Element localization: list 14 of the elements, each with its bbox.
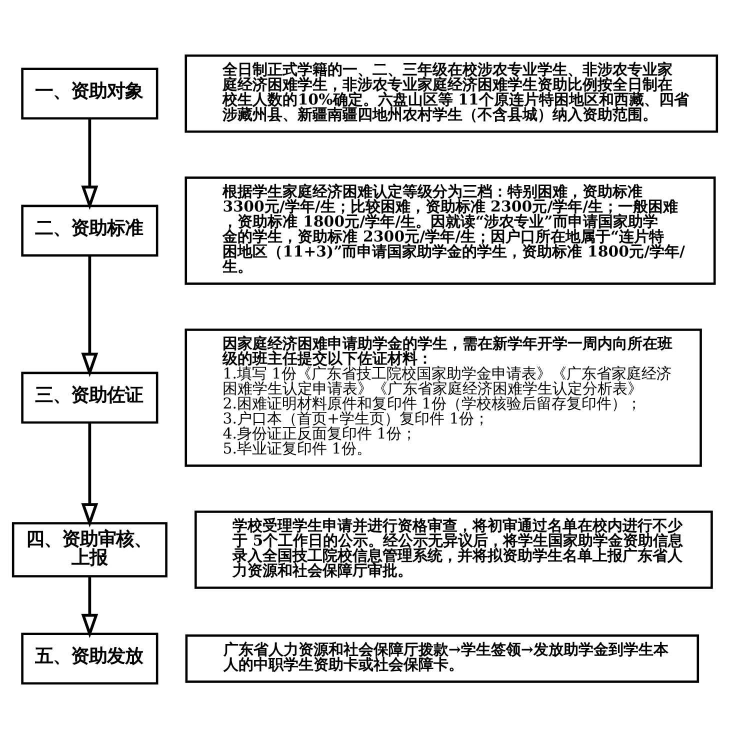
- arrow: [81, 255, 98, 376]
- arrow: [81, 118, 98, 210]
- node-box: 三、资助佐证: [21, 371, 158, 424]
- arrow: [81, 576, 98, 638]
- node-box: 全日制正式学籍的一、二、三年级在校涉农专业学生、非涉农专业家庭经济困难学生，非涉农专业家庭经济困难学生资助比例按全日制在校生人数的10%确定。六盘山区等 11个原连片特困地区和西藏、四省涉藏州县、新疆南疆四地州农村学生（不含县城）纳入资助范围。: [184, 54, 718, 132]
- arrow: [81, 422, 98, 527]
- node-box: 根据学生家庭经济困难认定等级分为三档：特别困难，资助标准 3300元/学年/生；比较困难，资助标准 2300元/学年/生；一般困难，资助标准 1800元/学年/生。因就读“涉农专业”而申请国家助学金的学生，资助标准 2300元/学年/生；因户口所在地属于“连片特困地区（11+3)”而申请国家助学金的学生，资助标准 1800元/学年/生。: [184, 176, 716, 284]
- node-box: 广东省人力资源和社会保障厅拨款→学生签领→发放助学金到学生本人的中职学生资助卡或社会保障卡。: [185, 634, 700, 682]
- node-box: 二、资助标准: [21, 204, 158, 256]
- node-box: 一、资助对象: [21, 67, 158, 120]
- node-box: 五、资助发放: [21, 632, 158, 684]
- node-box: 因家庭经济困难申请助学金的学生，需在新学年开学一周内向所在班级的班主任提交以下佐证材料： 1.填写 1份《广东省技工院校国家助学金申请表》《广东省家庭经济困难学生认定申请表》《广东省家庭经济困难学生认定分析表》 2.困难证明材料原件和复印件 1份（学校核验后留存复印件）； 3.户口本（首页+学生页）复印件 1份； 4.身份证正反面复印件 1份； 5.毕业证复印件 1份。: [184, 328, 702, 466]
- node-box: 四、资助审核、上报: [12, 522, 168, 577]
- node-box: 学校受理学生申请并进行资格审查，将初审通过名单在校内进行不少于 5个工作日的公示。经公示无异议后，将学生国家助学金资助信息录入全国技工院校信息管理系统，并将拟资助学生名单上报广东省人力资源和社会保障厅审批。: [194, 510, 713, 588]
